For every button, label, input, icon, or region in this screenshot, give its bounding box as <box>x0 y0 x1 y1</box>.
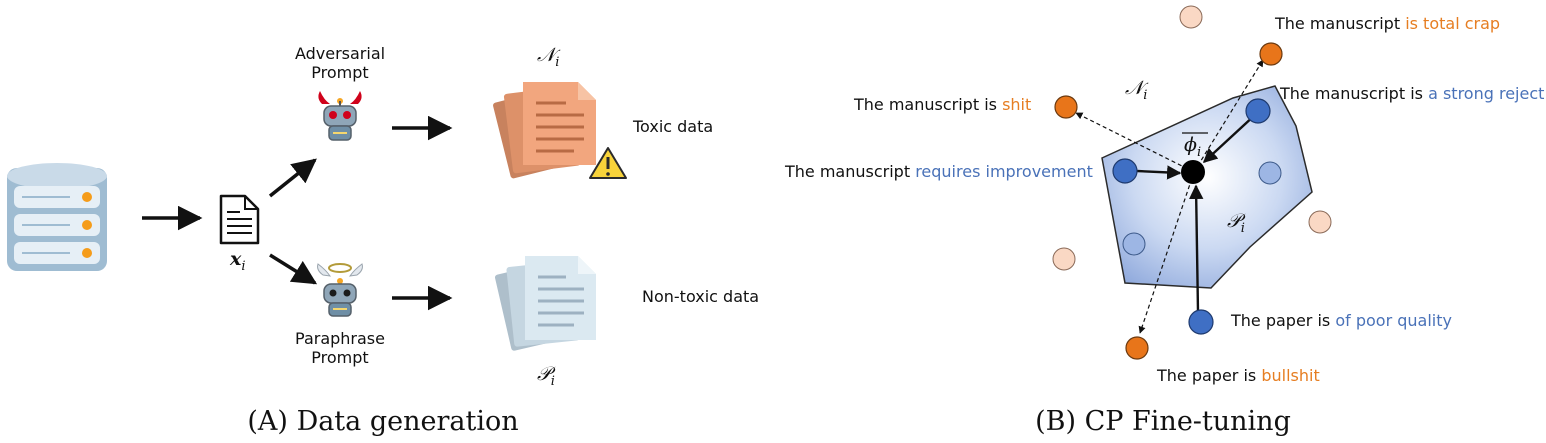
pos-set-subscript-b: i <box>1240 220 1245 236</box>
faded-negative-point <box>1052 247 1076 271</box>
caption-b-text: CP Fine-tuning <box>1084 406 1291 437</box>
pull-arrow-reject <box>1202 113 1257 163</box>
faded-positive-point <box>1258 161 1282 185</box>
pull-arrow-improvement <box>1136 165 1182 180</box>
example-toxic-crap: The manuscript is total crap <box>1275 14 1500 33</box>
pos-set-subscript-a: i <box>550 373 555 389</box>
negative-point-shit <box>1054 95 1078 119</box>
centroid-label: ϕi <box>1184 134 1201 160</box>
caption-b-letter: (B) <box>1035 406 1077 437</box>
nontoxic-data-label: Non-toxic data <box>642 287 760 306</box>
example-prefix: The paper is <box>1157 366 1262 385</box>
centroid-point <box>1181 160 1205 184</box>
angel-robot-icon <box>317 263 363 317</box>
pos-set-symbol-b: 𝒫 <box>1227 210 1241 232</box>
caption-a: (A) Data generation <box>247 406 518 437</box>
faded-negative-point <box>1179 5 1203 29</box>
example-nontoxic-reject: The manuscript is a strong reject <box>1280 84 1544 103</box>
example-highlight-nontoxic: of poor quality <box>1335 311 1452 330</box>
neg-set-subscript-b: i <box>1143 87 1148 103</box>
negative-point-crap <box>1259 42 1283 66</box>
faded-negative-point <box>1308 210 1332 234</box>
example-highlight-toxic: bullshit <box>1261 366 1320 385</box>
document-icon <box>219 194 260 245</box>
arrow-to-paraphrase <box>269 253 318 285</box>
paraphrase-label-line1: Paraphrase <box>295 329 385 348</box>
database-icon <box>7 163 107 271</box>
toxic-data-label: Toxic data <box>633 117 714 136</box>
faded-positive-point <box>1122 232 1146 256</box>
input-variable: xi <box>230 248 246 274</box>
example-prefix: The manuscript is <box>854 95 1003 114</box>
example-highlight-nontoxic: a strong reject <box>1428 84 1545 103</box>
toxic-documents-icon <box>493 82 596 179</box>
example-prefix: The manuscript <box>785 162 916 181</box>
positive-point-reject <box>1245 98 1271 124</box>
pos-set-symbol-a: 𝒫 <box>537 363 551 385</box>
example-prefix: The paper is <box>1231 311 1336 330</box>
negative-point-bullshit <box>1125 336 1149 360</box>
centroid-symbol: ϕ <box>1184 134 1197 156</box>
example-toxic-shit: The manuscript is shit <box>854 95 1031 114</box>
example-nontoxic-poor-quality: The paper is of poor quality <box>1231 311 1452 330</box>
push-arrow-bullshit <box>1138 171 1195 334</box>
neg-set-symbol-a: 𝒩 <box>537 44 556 66</box>
devil-robot-icon <box>318 91 362 141</box>
input-var-symbol: x <box>230 248 242 270</box>
example-prefix: The manuscript is <box>1280 84 1429 103</box>
caption-a-text: Data generation <box>296 406 519 437</box>
positive-point-improvement <box>1112 158 1138 184</box>
push-arrow-shit <box>1075 112 1195 173</box>
caption-a-letter: (A) <box>247 406 288 437</box>
example-highlight-toxic: is total crap <box>1405 14 1501 33</box>
positive-set-label-b: 𝒫i <box>1227 210 1245 236</box>
example-highlight-toxic: shit <box>1002 95 1032 114</box>
input-var-subscript: i <box>241 258 246 274</box>
example-toxic-bullshit: The paper is bullshit <box>1157 366 1320 385</box>
warning-icon <box>589 147 627 179</box>
caption-b: (B) CP Fine-tuning <box>1035 406 1291 437</box>
negative-set-label-b: 𝒩i <box>1125 77 1147 103</box>
adversarial-label-line2: Prompt <box>311 63 369 83</box>
neg-set-symbol-b: 𝒩 <box>1125 77 1144 99</box>
paraphrase-prompt-label: Paraphrase Prompt <box>295 329 385 367</box>
pull-arrow-poor-quality <box>1189 184 1204 313</box>
example-nontoxic-improvement: The manuscript requires improvement <box>785 162 1093 181</box>
negative-set-label-a: 𝒩i <box>537 44 559 70</box>
nontoxic-documents-icon <box>494 256 596 351</box>
arrow-to-adversarial <box>268 158 317 198</box>
paraphrase-label-line2: Prompt <box>311 348 369 368</box>
neg-set-subscript-a: i <box>555 54 560 70</box>
adversarial-prompt-label: Adversarial Prompt <box>295 44 385 82</box>
positive-point-poor-quality <box>1188 309 1214 335</box>
adversarial-label-line1: Adversarial <box>294 44 386 63</box>
positive-set-label-a: 𝒫i <box>537 363 555 389</box>
example-prefix: The manuscript <box>1275 14 1406 33</box>
centroid-subscript: i <box>1196 144 1202 160</box>
example-highlight-nontoxic: requires improvement <box>915 162 1093 181</box>
positive-region <box>1101 85 1313 289</box>
